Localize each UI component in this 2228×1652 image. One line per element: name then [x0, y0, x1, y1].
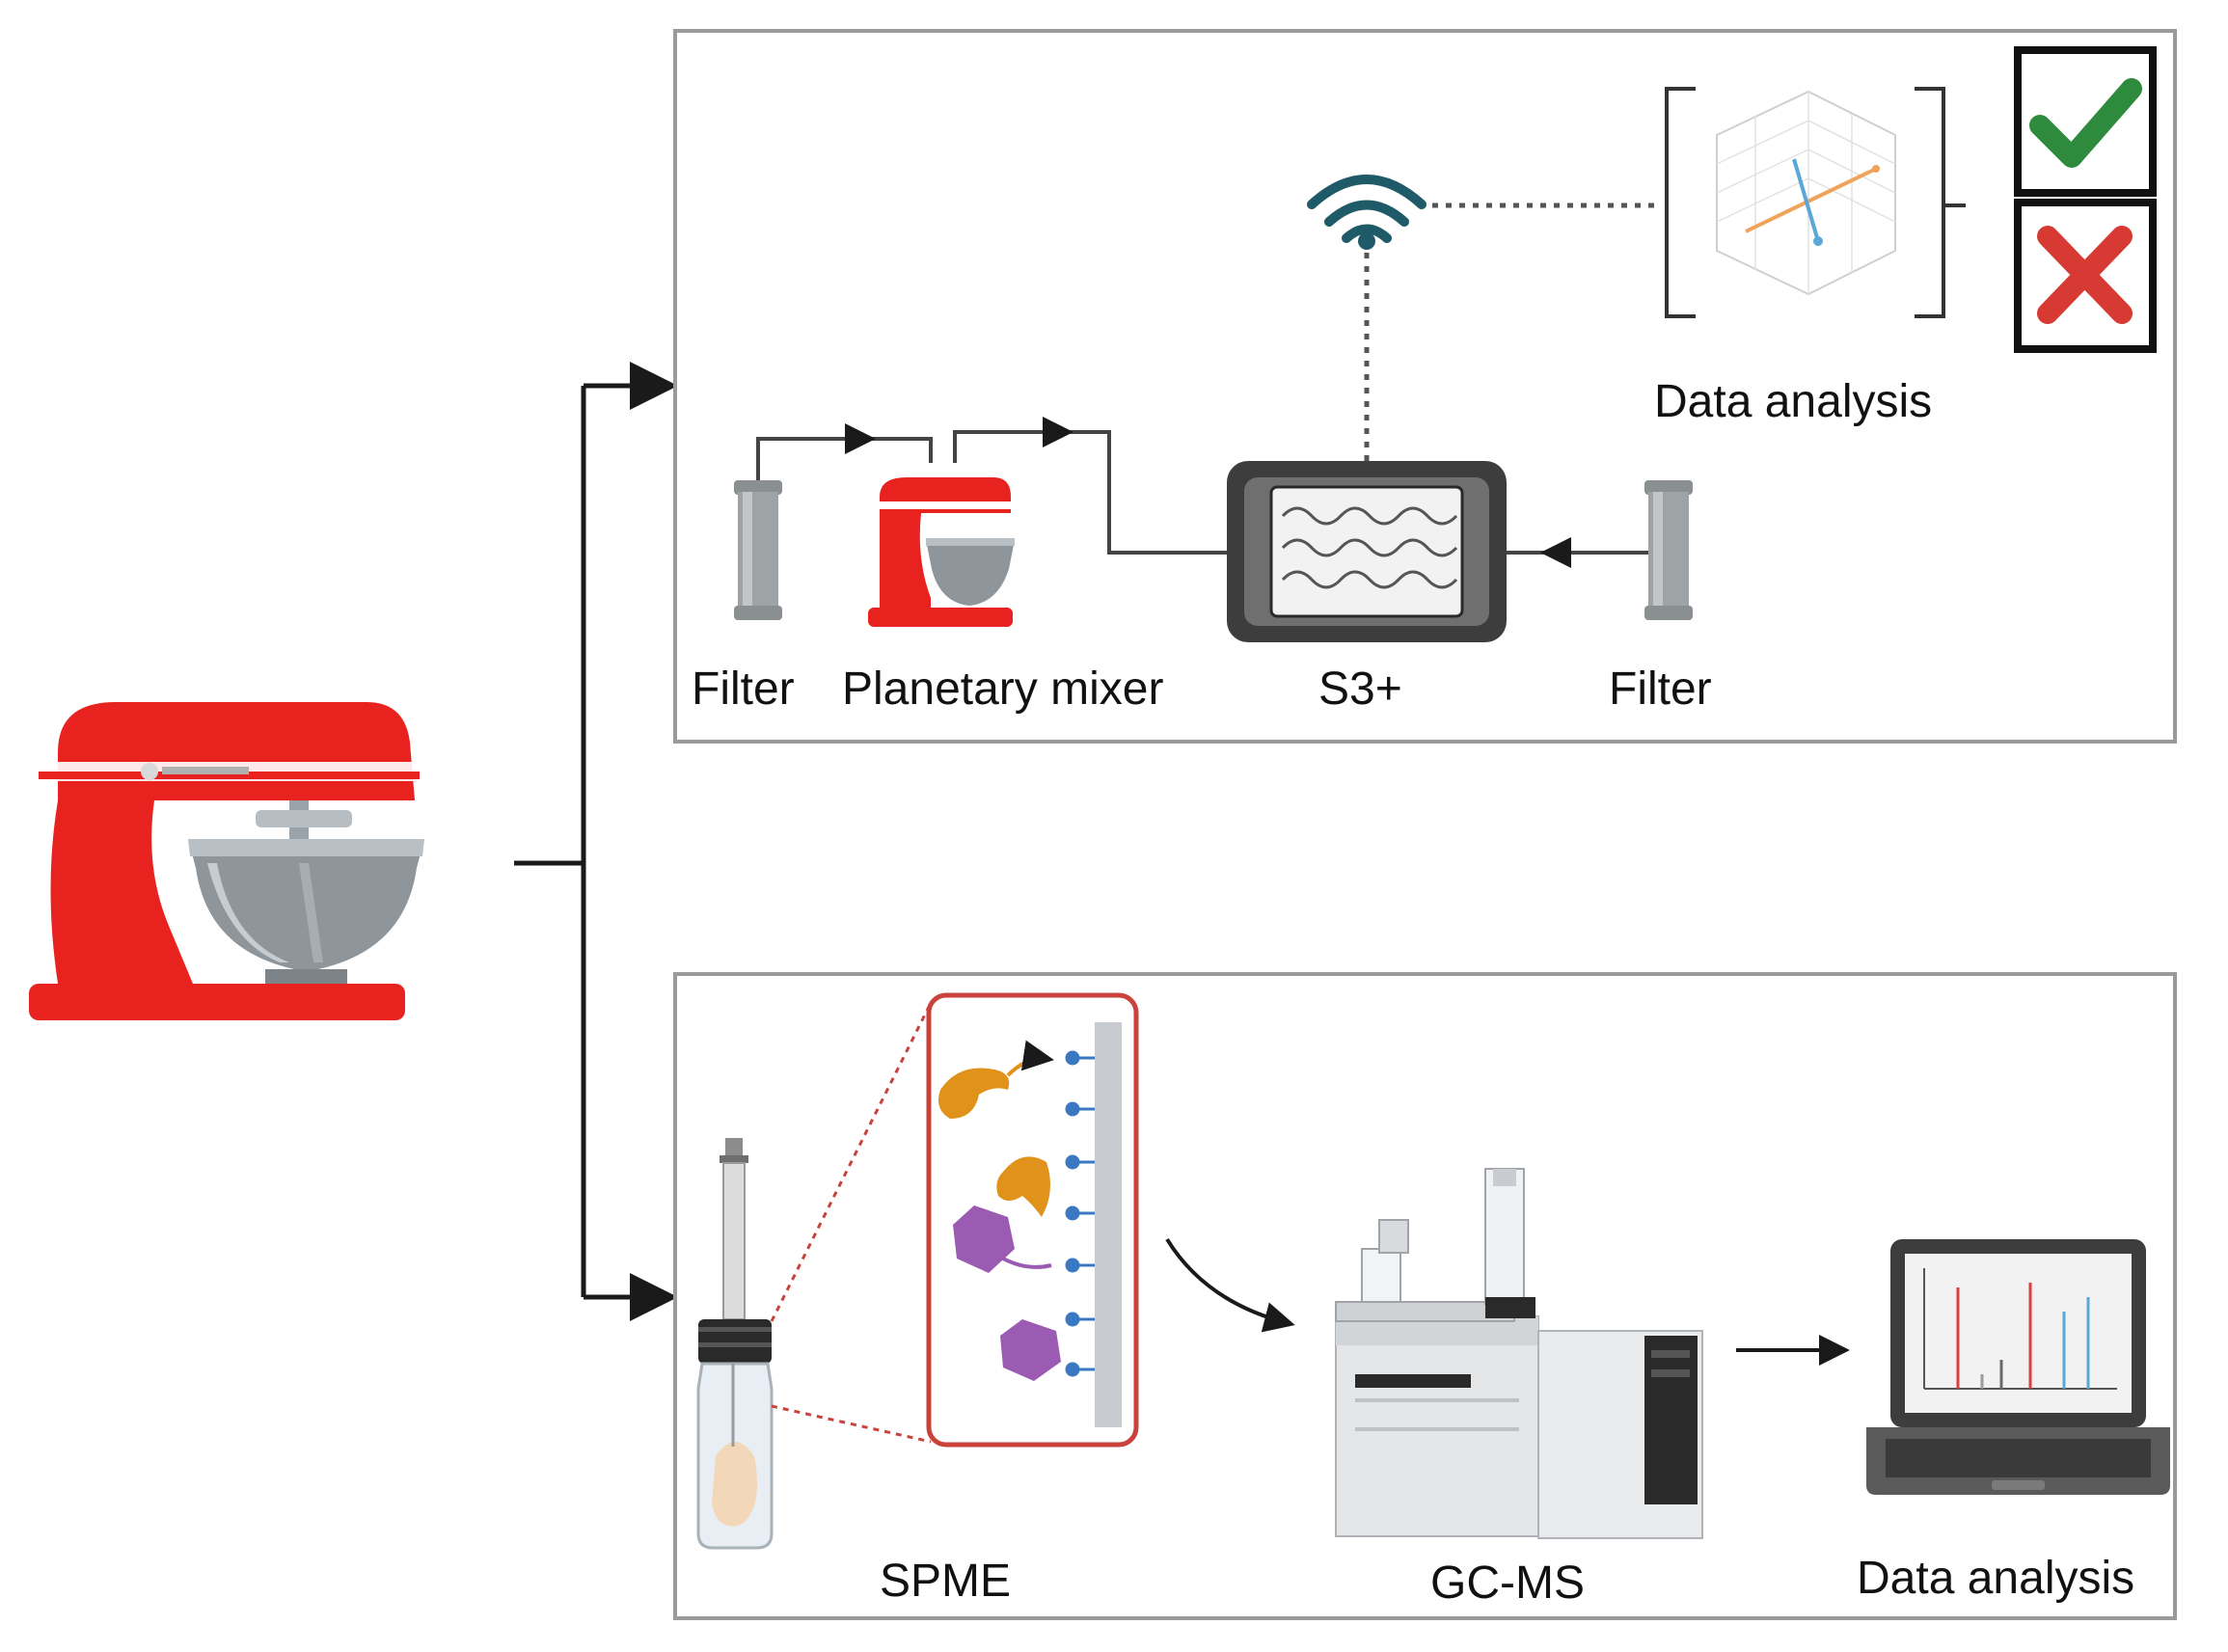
cross-icon — [2037, 226, 2133, 324]
tubing-top — [756, 417, 1654, 568]
analysis-label-top: Data analysis — [1654, 376, 1932, 427]
check-icon — [2029, 78, 2142, 168]
filter-left-label: Filter — [692, 664, 795, 715]
stand-mixer-icon — [29, 702, 424, 1020]
result-box-check — [2014, 46, 2157, 197]
filter-right-icon — [1644, 480, 1693, 620]
result-box-cross — [2014, 199, 2157, 353]
gc-ms-instrument-icon — [1335, 1168, 1703, 1539]
gcms-label: GC-MS — [1430, 1557, 1585, 1609]
filter-right-label: Filter — [1609, 664, 1712, 715]
planetary-mixer-icon — [868, 477, 1018, 627]
sensor-label: S3+ — [1318, 664, 1402, 715]
3d-scatter-plot-icon — [1716, 90, 1896, 296]
s3-sensor-icon — [1227, 461, 1507, 642]
planetary-mixer-label: Planetary mixer — [842, 664, 1163, 715]
filter-left-icon — [734, 480, 782, 620]
callout-lines — [770, 1002, 933, 1444]
wifi-icon — [1307, 175, 1426, 250]
analysis-brackets — [1665, 87, 1966, 318]
spme-vial-icon — [696, 1138, 774, 1550]
spme-fiber-callout — [926, 992, 1139, 1448]
arrow-to-gcms — [1165, 1237, 1295, 1333]
laptop-chromatogram-icon — [1866, 1239, 2170, 1495]
analysis-label-bottom: Data analysis — [1857, 1553, 2134, 1604]
spme-label: SPME — [880, 1556, 1011, 1607]
branch-connector — [514, 362, 678, 1321]
